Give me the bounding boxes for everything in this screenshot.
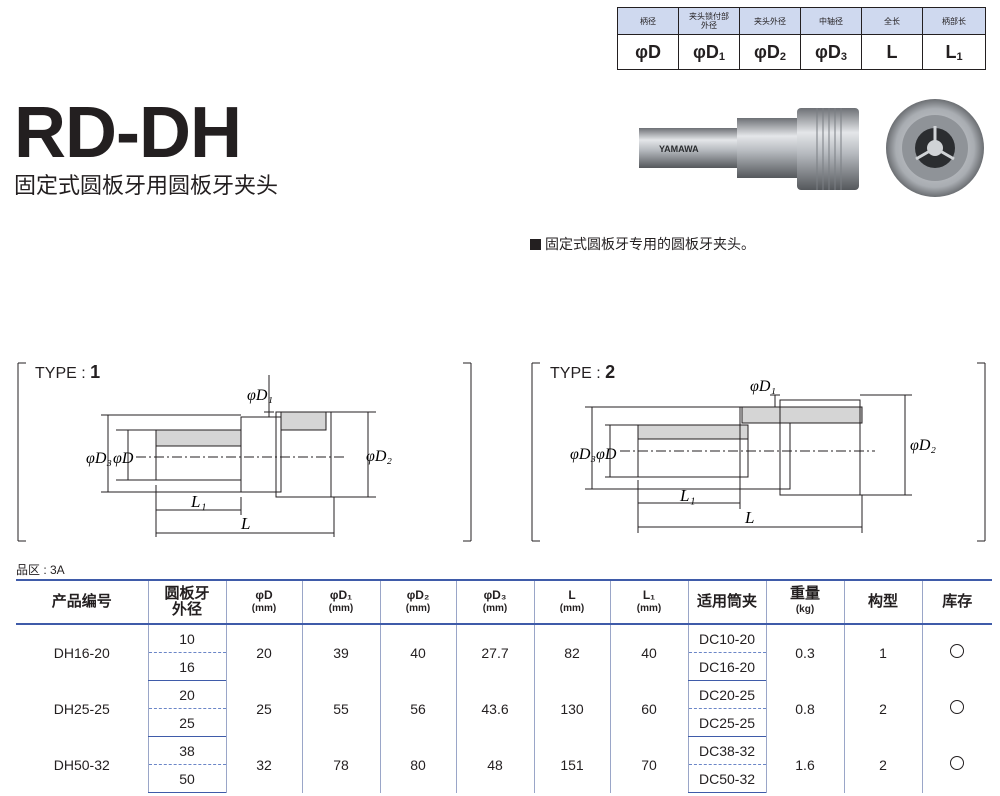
- feature-text: 固定式圆板牙专用的圆板牙夹头。: [545, 236, 755, 252]
- cell-l1: 40: [609, 624, 688, 681]
- legend-header-overall-length: 全长: [861, 7, 923, 35]
- type1-drawing: φD₃ φD φD₁ φD₂ L₁ L: [17, 362, 472, 542]
- cell-d2: 56: [379, 680, 456, 737]
- table-row: DH50-32 38 32 78 80 48 151 70 DC38-32 1.…: [16, 736, 992, 793]
- cell-collet: DC20-25: [687, 680, 766, 709]
- cell-l1: 60: [609, 680, 688, 737]
- cell-code: DH25-25: [53, 700, 110, 717]
- cell-d1: 55: [301, 680, 380, 737]
- type1-d3-label: φD₃: [86, 450, 112, 467]
- cell-die-od: 20: [147, 680, 226, 709]
- col-header-type: 构型: [843, 579, 922, 625]
- cell-l1: 70: [609, 736, 688, 793]
- area-note: 品区 : 3A: [16, 563, 65, 577]
- legend-header-lock-od: 夹头锁付部 外径: [678, 7, 740, 35]
- legend-symbol-d2: φD2: [739, 34, 801, 70]
- cell-die-od: 25: [147, 708, 226, 737]
- legend-header-chuck-od: 夹头外径: [739, 7, 801, 35]
- cell-d3: 48: [455, 736, 534, 793]
- type2-l-label: L: [744, 508, 754, 527]
- col-header-stock: 库存: [921, 579, 992, 625]
- col-header-d: φD(mm): [225, 579, 302, 625]
- cell-l: 82: [533, 624, 610, 681]
- cell-type: 1: [843, 624, 922, 681]
- type2-drawing: φD₃ φD φD₁ φD₂ L₁ L: [531, 362, 986, 542]
- type2-l1-label: L₁: [679, 486, 695, 505]
- col-header-l: L(mm): [533, 579, 610, 625]
- col-header-code: 产品编号: [16, 579, 148, 625]
- type2-d1-label: φD₁: [750, 378, 776, 395]
- col-header-d2: φD₂(mm): [379, 579, 456, 625]
- cell-d2: 40: [379, 624, 456, 681]
- type2-d2-label: φD₂: [910, 437, 936, 454]
- type1-d2-label: φD₂: [366, 448, 392, 465]
- legend-symbol-l1: L1: [922, 34, 986, 70]
- legend-symbol-l: L: [861, 34, 923, 70]
- type2-label: TYPE : 2: [550, 362, 616, 382]
- type2-d-label: φD: [596, 446, 617, 463]
- spec-table: 产品编号 圆板牙外径 φD(mm) φD₁(mm) φD₂(mm) φD₃(mm…: [16, 579, 992, 793]
- product-subtitle: 固定式圆板牙用圆板牙夹头: [14, 173, 279, 198]
- cell-collet: DC38-32: [687, 736, 766, 765]
- cell-type: 2: [843, 680, 922, 737]
- table-row: 50 DC50-32: [16, 764, 992, 793]
- col-header-d1: φD₁(mm): [301, 579, 380, 625]
- cell-die-od: 10: [147, 624, 226, 653]
- cell-d1: 39: [301, 624, 380, 681]
- cell-d: 20: [225, 624, 302, 681]
- table-row: 16 DC16-20: [16, 652, 992, 681]
- legend-header-shank-length: 柄部长: [922, 7, 986, 35]
- cell-code: DH16-20: [53, 644, 110, 661]
- cell-l: 130: [533, 680, 610, 737]
- legend-symbol-d1: φD1: [678, 34, 740, 70]
- product-title: RD-DH: [14, 93, 242, 173]
- cell-die-od: 38: [147, 736, 226, 765]
- cell-d: 25: [225, 680, 302, 737]
- cell-d3: 27.7: [455, 624, 534, 681]
- cell-die-od: 16: [147, 652, 226, 681]
- type2-d3-label: φD₃: [570, 446, 596, 463]
- col-header-d3: φD₃(mm): [455, 579, 534, 625]
- cell-l: 151: [533, 736, 610, 793]
- type1-label: TYPE : 1: [35, 362, 101, 382]
- cell-type: 2: [843, 736, 922, 793]
- cell-collet: DC16-20: [687, 652, 766, 681]
- legend-header-shank-dia: 柄径: [617, 7, 679, 35]
- cell-collet: DC50-32: [687, 764, 766, 793]
- stock-circle-icon: [921, 680, 992, 737]
- cell-code: DH50-32: [53, 756, 110, 773]
- cell-weight: 0.8: [765, 680, 844, 737]
- cell-die-od: 50: [147, 764, 226, 793]
- type1-l-label: L: [240, 514, 250, 533]
- bullet-square-icon: [530, 239, 541, 250]
- cell-collet: DC25-25: [687, 708, 766, 737]
- table-row: DH25-25 20 25 55 56 43.6 130 60 DC20-25 …: [16, 680, 992, 737]
- legend-header-center-dia: 中轴径: [800, 7, 862, 35]
- type1-l1-label: L₁: [190, 492, 206, 511]
- col-header-die-od: 圆板牙外径: [147, 579, 226, 625]
- photo-brand-text: YAMAWA: [659, 144, 699, 154]
- cell-d3: 43.6: [455, 680, 534, 737]
- col-header-weight: 重量(kg): [765, 579, 844, 625]
- cell-weight: 0.3: [765, 624, 844, 681]
- cell-weight: 1.6: [765, 736, 844, 793]
- type1-d1-label: φD₁: [247, 387, 273, 404]
- symbol-legend-table: 柄径 夹头锁付部 外径 夹头外径 中轴径 全长 柄部长 φD φD1 φD2 φ…: [617, 7, 986, 70]
- cell-d2: 80: [379, 736, 456, 793]
- col-header-l1: L₁(mm): [609, 579, 688, 625]
- table-row: DH16-20 10 20 39 40 27.7 82 40 DC10-20 0…: [16, 624, 992, 681]
- product-photo: YAMAWA: [639, 99, 984, 197]
- stock-circle-icon: [921, 624, 992, 681]
- cell-collet: DC10-20: [687, 624, 766, 653]
- table-row: 25 DC25-25: [16, 708, 992, 737]
- stock-circle-icon: [921, 736, 992, 793]
- type1-d-label: φD: [113, 450, 134, 467]
- legend-symbol-d3: φD3: [800, 34, 862, 70]
- col-header-collet: 适用筒夹: [687, 579, 766, 625]
- cell-d: 32: [225, 736, 302, 793]
- cell-d1: 78: [301, 736, 380, 793]
- legend-symbol-d: φD: [617, 34, 679, 70]
- feature-note: 固定式圆板牙专用的圆板牙夹头。: [530, 234, 755, 254]
